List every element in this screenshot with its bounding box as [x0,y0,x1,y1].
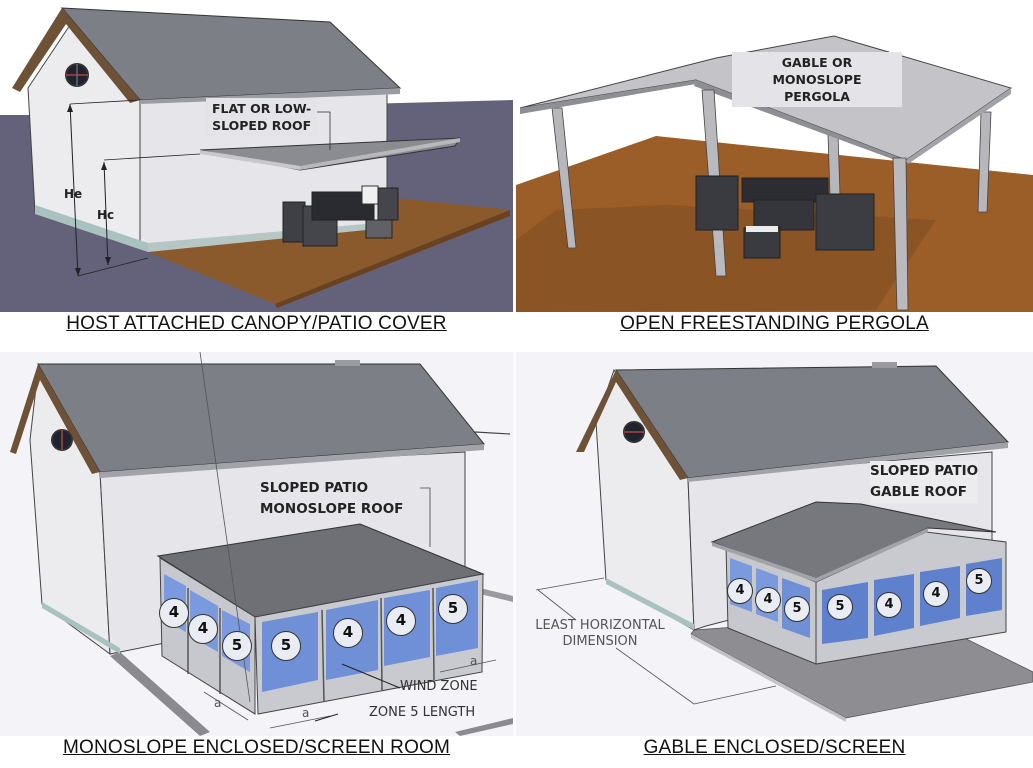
label-line: GABLE OR MONOSLOPE [772,55,862,87]
wind-zone-marker: 5 [966,568,992,594]
gable-roof-label: SLOPED PATIO GABLE ROOF [870,461,979,503]
wind-zone-marker: 4 [386,606,416,636]
wind-zone-marker: 5 [271,631,301,661]
panel-gable-enclosed: SLOPED PATIO GABLE ROOF 4 4 5 5 4 4 5 LE… [516,352,1033,736]
wind-zone-marker: 4 [333,618,363,648]
canopy-illustration [0,0,513,312]
caption-gable-enclosed: GABLE ENCLOSED/SCREEN [643,737,906,758]
caption-monoslope-enclosed: MONOSLOPE ENCLOSED/SCREEN ROOM [62,737,451,758]
wind-zone-marker: 4 [876,592,902,618]
wind-zone-marker: 5 [827,594,853,620]
gable-illustration [516,352,1033,736]
pergola-roof-label: GABLE OR MONOSLOPE PERGOLA [732,52,902,107]
wind-zone-marker: 4 [727,578,753,604]
label-line: FLAT OR LOW- [212,101,312,116]
caption-host-attached-canopy: HOST ATTACHED CANOPY/PATIO COVER [66,313,447,334]
dimension-a: a [470,654,478,668]
label-line: DIMENSION [562,634,638,649]
label-line: SLOPED PATIO [870,463,979,479]
canopy-height-label: Hc [97,208,115,222]
zone5-length-annotation: ZONE 5 LENGTH [369,705,476,720]
eave-height-label: He [64,187,83,201]
least-horizontal-dimension-label: LEAST HORIZONTAL DIMENSION [516,618,684,650]
label-line: GABLE ROOF [870,484,967,500]
panel-monoslope-enclosed: SLOPED PATIO MONOSLOPE ROOF 4 4 5 5 4 4 … [0,352,513,736]
label-line: SLOPED PATIO [260,480,369,496]
monoslope-roof-label: SLOPED PATIO MONOSLOPE ROOF [260,478,403,520]
wind-zone-marker: 4 [188,614,218,644]
wind-zone-marker: 4 [159,598,189,628]
wind-zone-annotation: WIND ZONE [400,679,478,694]
wind-zone-marker: 5 [438,594,468,624]
label-line: PERGOLA [784,89,850,104]
wind-zone-marker: 4 [755,587,781,613]
panel-open-pergola: GABLE OR MONOSLOPE PERGOLA [516,0,1033,345]
canopy-roof-label: FLAT OR LOW- SLOPED ROOF [206,98,318,136]
wind-zone-marker: 5 [784,596,810,622]
panel-host-attached-canopy: FLAT OR LOW- SLOPED ROOF He Hc [0,0,513,345]
dimension-a: a [302,706,310,720]
dimension-a: a [214,696,222,710]
wind-zone-marker: 4 [923,581,949,607]
wind-zone-marker: 5 [222,631,252,661]
caption-open-pergola: OPEN FREESTANDING PERGOLA [620,313,929,334]
label-line: SLOPED ROOF [212,118,312,133]
label-line: MONOSLOPE ROOF [260,501,404,517]
label-line: LEAST HORIZONTAL [535,618,665,633]
